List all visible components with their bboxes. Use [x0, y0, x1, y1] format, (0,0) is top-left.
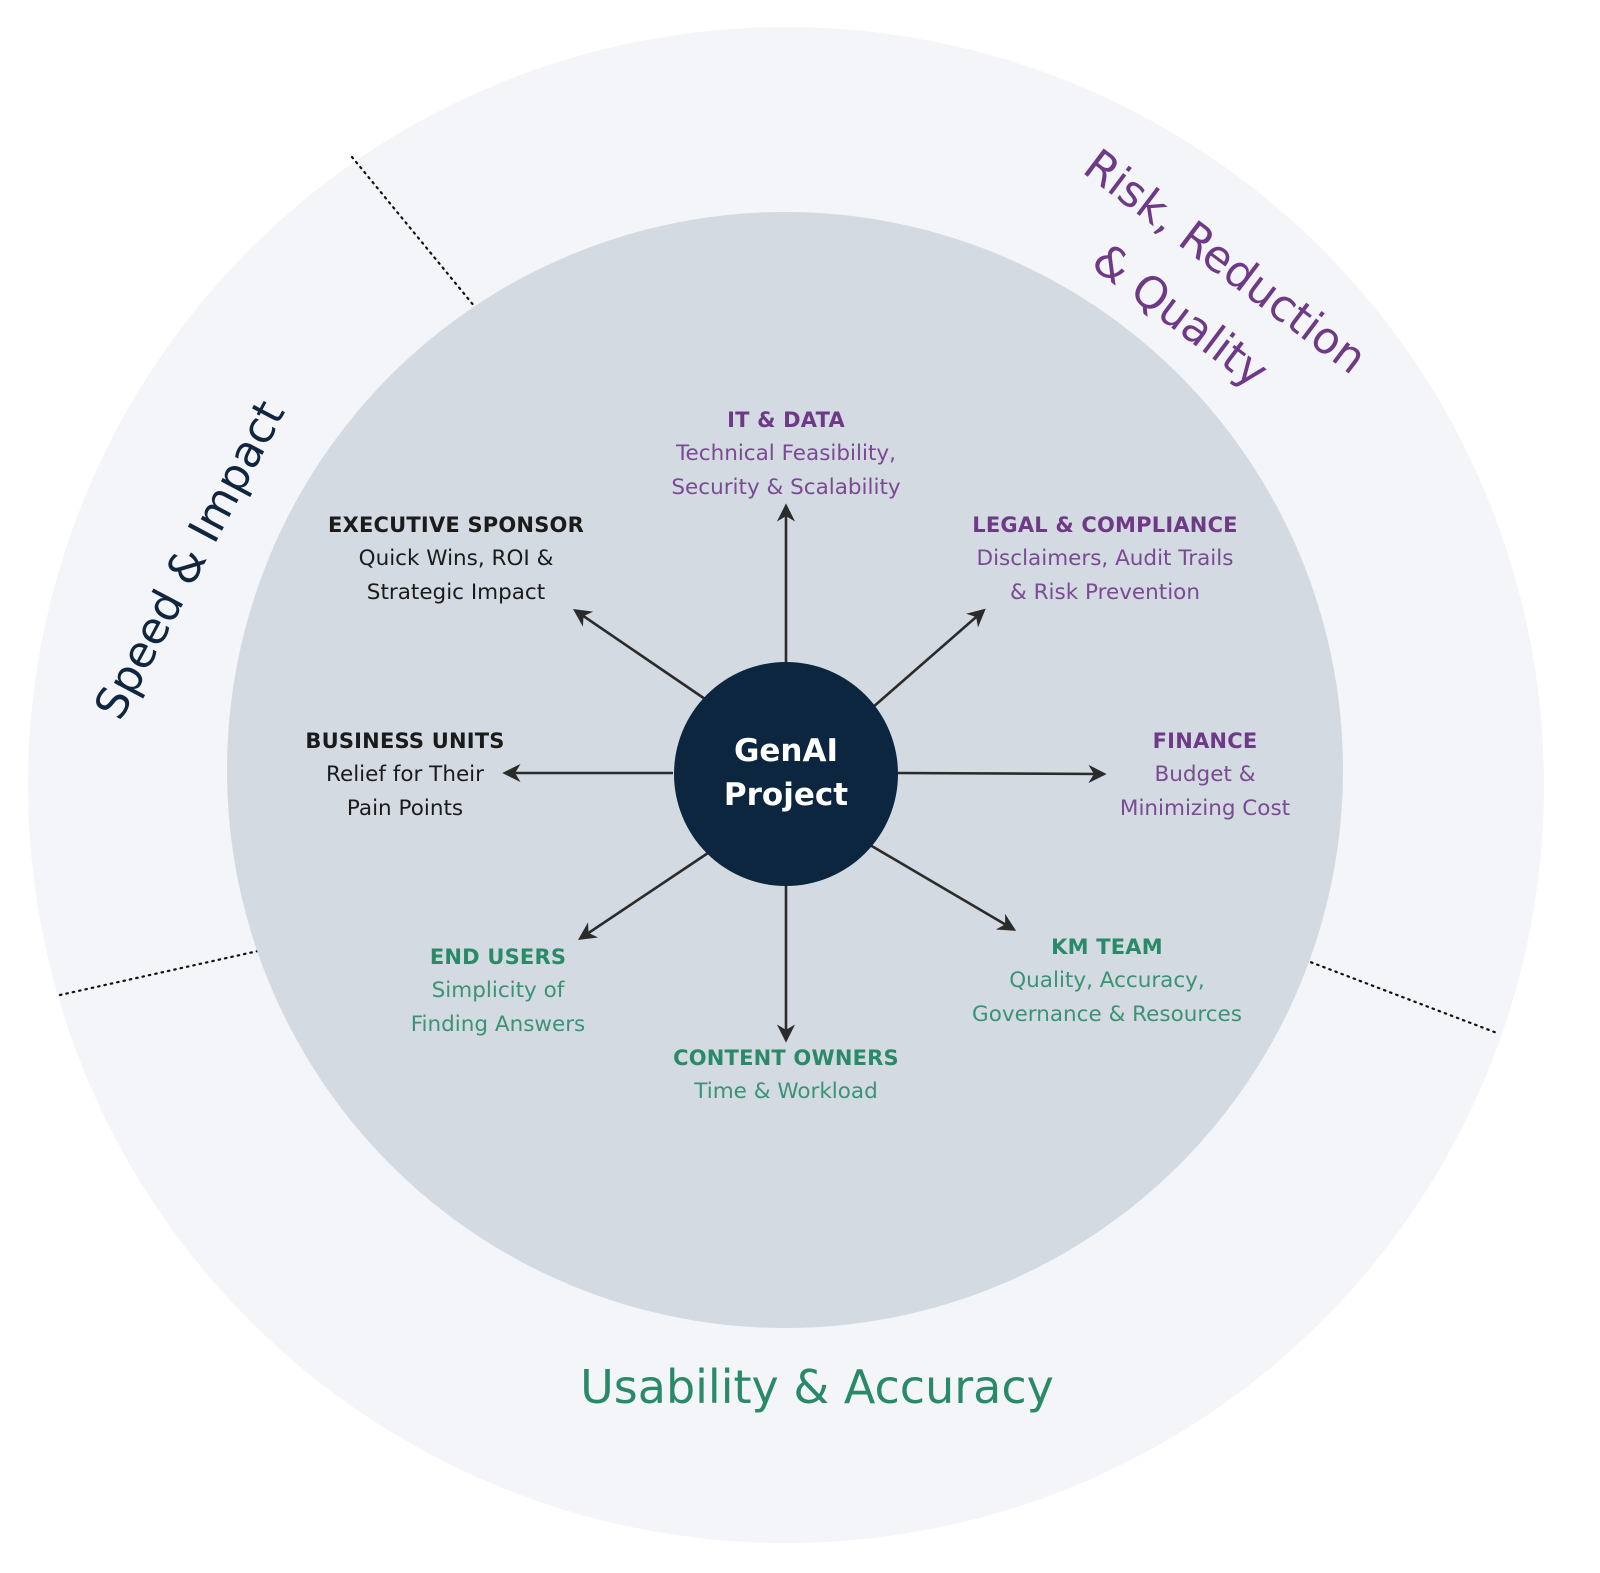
divider-top-left	[350, 155, 486, 320]
divider-bottom-right	[1303, 958, 1499, 1035]
arrow-end-users	[577, 851, 709, 941]
stakeholder-executive-sponsor: EXECUTIVE SPONSOR Quick Wins, ROI & Stra…	[328, 508, 584, 610]
stakeholder-business-units: BUSINESS UNITS Relief for Their Pain Poi…	[305, 724, 504, 826]
stakeholder-desc: Strategic Impact	[366, 580, 546, 605]
stakeholder-content-owners: CONTENT OWNERS Time & Workload	[673, 1041, 899, 1109]
stakeholder-desc: Quality, Accuracy,	[1009, 968, 1205, 993]
arrow-km-team	[869, 843, 1017, 931]
arrow-legal-compliance	[871, 608, 986, 709]
stakeholder-km-team: KM TEAM Quality, Accuracy, Governance & …	[972, 930, 1242, 1032]
stakeholder-desc: Disclaimers, Audit Trails	[976, 546, 1234, 571]
arrow-executive-sponsor	[572, 608, 706, 701]
stakeholder-desc: Security & Scalability	[671, 475, 901, 500]
stakeholder-title: IT & DATA	[727, 408, 845, 432]
stakeholder-title: KM TEAM	[1051, 935, 1163, 959]
stakeholder-title: EXECUTIVE SPONSOR	[328, 513, 584, 537]
stakeholder-title: LEGAL & COMPLIANCE	[972, 513, 1238, 537]
stakeholder-title: BUSINESS UNITS	[305, 729, 505, 753]
stakeholder-desc: Minimizing Cost	[1119, 796, 1291, 821]
zone-label-usability-accuracy: Usability & Accuracy	[580, 1360, 1054, 1414]
stakeholder-desc: Relief for Their	[326, 762, 484, 787]
center-node	[674, 662, 898, 886]
stakeholder-desc: Time & Workload	[694, 1079, 878, 1104]
arrow-finance	[897, 764, 1107, 784]
stakeholder-title: END USERS	[429, 945, 567, 969]
stakeholder-desc: & Risk Prevention	[1010, 580, 1200, 605]
stakeholder-title: FINANCE	[1152, 729, 1258, 753]
stakeholder-desc: Quick Wins, ROI &	[358, 546, 554, 571]
stakeholder-title: CONTENT OWNERS	[673, 1046, 899, 1070]
center-node-label: GenAI Project	[724, 729, 848, 817]
stakeholder-end-users: END USERS Simplicity of Finding Answers	[411, 940, 586, 1042]
stakeholder-desc: Simplicity of	[431, 978, 565, 1003]
stakeholder-it-data: IT & DATA Technical Feasibility, Securit…	[671, 403, 900, 505]
stakeholder-desc: Finding Answers	[410, 1012, 586, 1037]
stakeholder-desc: Pain Points	[346, 796, 464, 821]
stakeholder-finance: FINANCE Budget & Minimizing Cost	[1120, 724, 1290, 826]
divider-bottom-left	[58, 949, 260, 997]
center-line-2: Project	[723, 777, 849, 813]
stakeholder-desc: Technical Feasibility,	[676, 441, 896, 466]
center-line-1: GenAI	[733, 733, 839, 769]
stakeholder-desc: Governance & Resources	[972, 1002, 1242, 1027]
stakeholder-legal-compliance: LEGAL & COMPLIANCE Disclaimers, Audit Tr…	[972, 508, 1237, 610]
stakeholder-desc: Budget &	[1154, 762, 1256, 787]
